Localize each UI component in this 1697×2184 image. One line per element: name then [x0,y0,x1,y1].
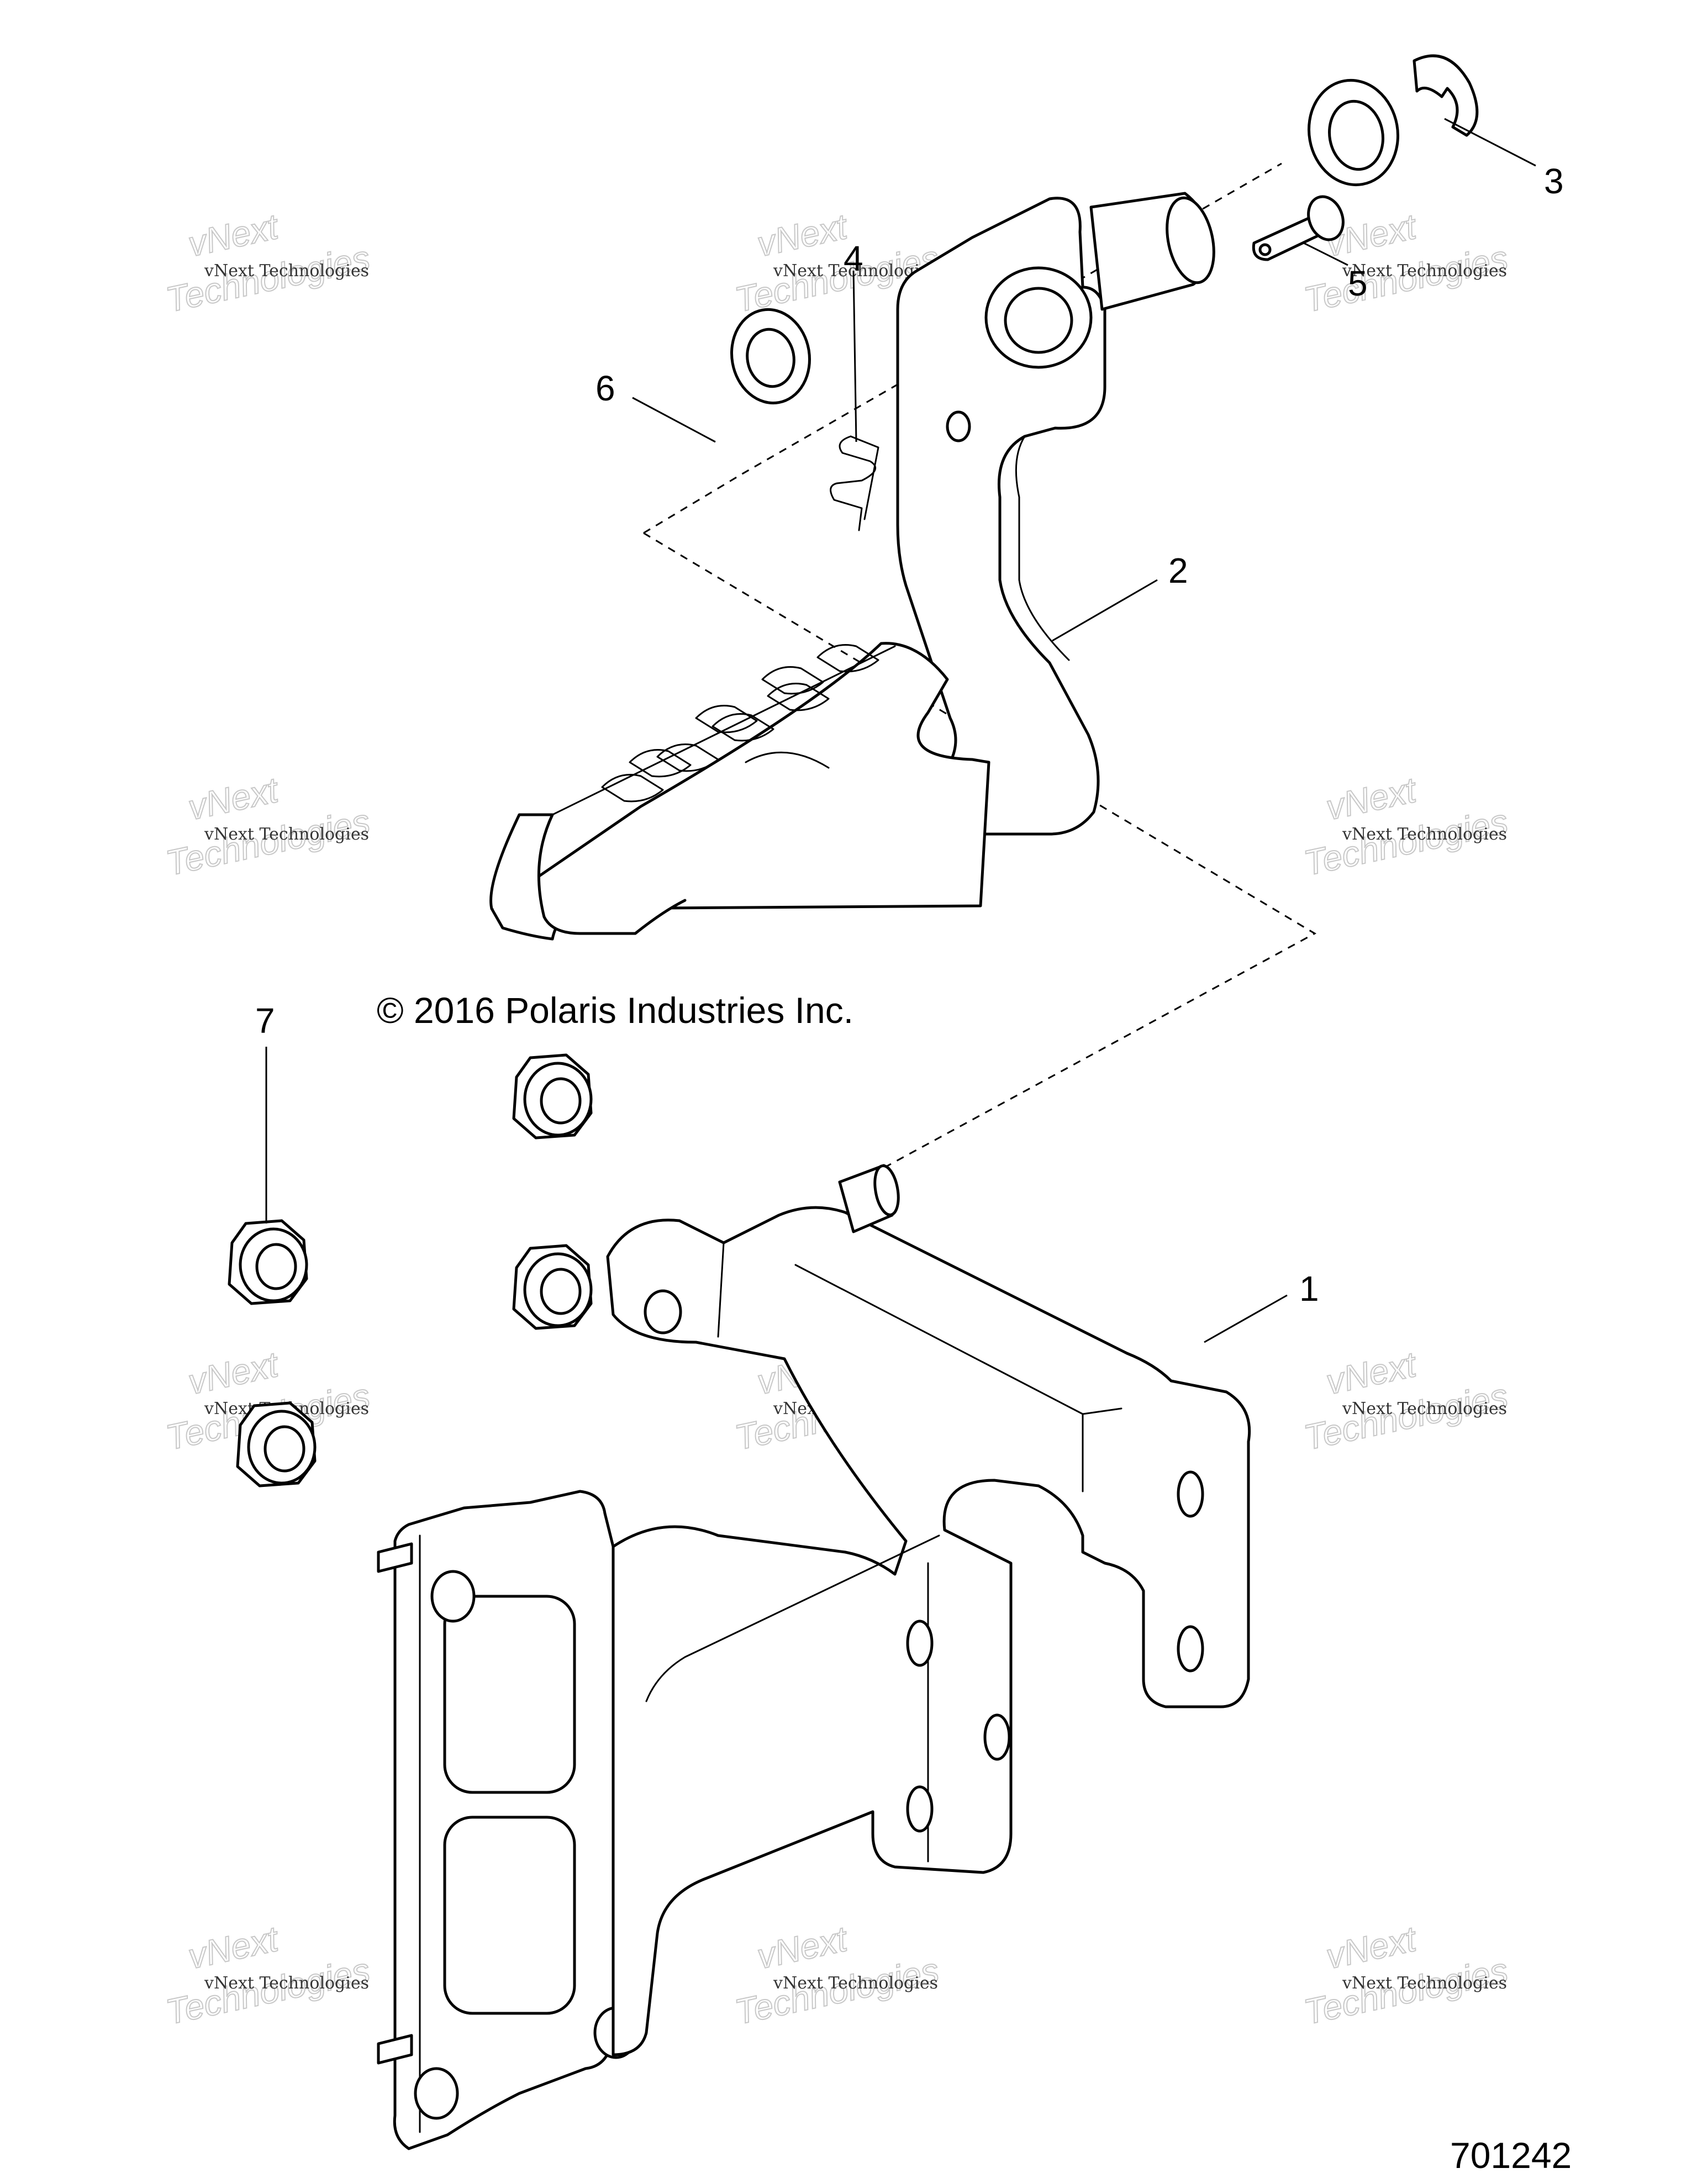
watermark: vNext Technologies vNext Technologies [162,205,374,320]
bracket-fold-line [717,1242,725,1338]
flange-nuts [228,1053,593,1487]
tread-bump [656,743,719,772]
bracket-lower-edge [645,1534,940,1702]
callout-6: 6 [595,368,615,408]
tread-bump [712,713,774,742]
watermark-small-text: vNext Technologies [204,1974,369,1993]
e-clip-assembly [1308,54,1479,187]
watermark: vNext Technologies vNext Technologies [162,1918,374,2032]
watermark-small-text: vNext Technologies [1342,1399,1507,1418]
callout-1: 1 [1299,1269,1319,1309]
watermark: vNext Technologies vNext Technologies [731,1918,943,2032]
bracket-mount-hole [906,1785,934,1833]
hair-pin-leg [850,435,879,520]
watermark-big-text: vNext [1322,1344,1420,1402]
leader-5 [1303,242,1348,266]
hair-pin-clip [830,435,879,531]
tread-bump [816,644,879,673]
clevis-pin-hole [1258,243,1272,256]
watermark: vNext Technologies vNext Technologies [1300,1343,1512,1458]
brake-pedal-arm [489,192,1215,941]
watermark-big-text: vNext [185,1918,282,1976]
leader-2 [1052,579,1158,642]
figure-number: 701242 [1450,2135,1572,2176]
watermark-big-text: vNext [753,206,851,264]
callout-2: 2 [1168,551,1188,590]
nut-bore [540,1268,582,1315]
watermark-big-text: vNext [1322,769,1420,827]
leader-6 [632,397,716,443]
bracket-mount-hole [1177,1625,1204,1673]
bracket-pivot-pin-tip [873,1164,900,1216]
flange-nut [228,1219,308,1305]
bushing-bore [746,328,795,388]
tread-bump [601,774,664,803]
pedal-mount-bracket [377,1164,1251,2150]
watermark-small-text: vNext Technologies [204,261,369,281]
watermark-small-text: vNext Technologies [773,1974,938,1993]
watermark-big-text: vNext [185,769,282,827]
leader-4 [852,270,857,442]
copyright-notice: © 2016 Polaris Industries Inc. [377,990,853,1031]
stud-head [414,2067,459,2120]
leader-1 [1204,1294,1288,1343]
hair-pin-body [830,435,877,531]
tread-bump [761,666,824,695]
bracket-pivot-pin-end [644,1289,682,1334]
watermark-small-text: vNext Technologies [1342,261,1507,281]
bracket-mount-hole [983,1713,1011,1761]
clevis-pin [1252,195,1345,261]
watermark-big-text: vNext [185,206,282,264]
bushing-bore-right [1328,99,1384,171]
watermark: vNext Technologies vNext Technologies [1300,769,1512,883]
watermark-big-text: vNext [1322,1918,1420,1976]
back-plate-window-upper [443,1595,576,1794]
stud-upper-left [377,1542,413,1573]
callout-5: 5 [1348,263,1368,303]
callout-3: 3 [1544,161,1564,201]
watermark: vNext Technologies vNext Technologies [1300,1918,1512,2032]
pedal-small-hole [946,410,971,442]
pivot-hole-inner [1004,287,1073,354]
callouts: 1 2 3 4 5 6 7 [255,161,1564,1309]
pedal-pad [490,642,990,941]
e-clip-ring [1413,54,1479,137]
watermark-big-text: vNext [753,1918,851,1976]
leader-lines [265,118,1536,1343]
pivot-tube-end [1166,196,1215,284]
callout-4: 4 [844,239,863,278]
flange-bushing [730,308,811,405]
flange-nut [236,1401,317,1487]
pedal-tread-pattern [601,644,879,803]
clevis-pin-head [1307,195,1345,241]
watermark-big-text: vNext [185,1344,282,1402]
flange-nut [512,1244,593,1330]
watermark-small-text: vNext Technologies [1342,825,1507,844]
nut-bore [540,1077,582,1125]
tread-bump [767,683,830,711]
leader-3 [1444,118,1536,167]
watermark-small-text: vNext Technologies [1342,1974,1507,1993]
pedal-pad-top-edge [551,645,896,816]
pedal-pad-front-lip [489,813,687,935]
watermark-small-text: vNext Technologies [204,825,369,844]
flange-nut [512,1053,593,1140]
tread-bump [695,705,758,734]
nut-bore [255,1243,297,1290]
watermark: vNext Technologies vNext Technologies [162,769,374,883]
nut-bore [263,1425,305,1473]
stud-head [430,1570,476,1623]
back-plate-window-lower [443,1816,576,2015]
pedal-pad-recess [745,751,830,769]
bracket-mount-hole [1177,1470,1204,1518]
pedal-arm-edge [1015,435,1070,661]
tread-bump [629,749,692,778]
bracket-mount-hole [906,1619,934,1667]
stud-lower-left [377,2034,413,2065]
callout-7: 7 [255,1001,275,1041]
